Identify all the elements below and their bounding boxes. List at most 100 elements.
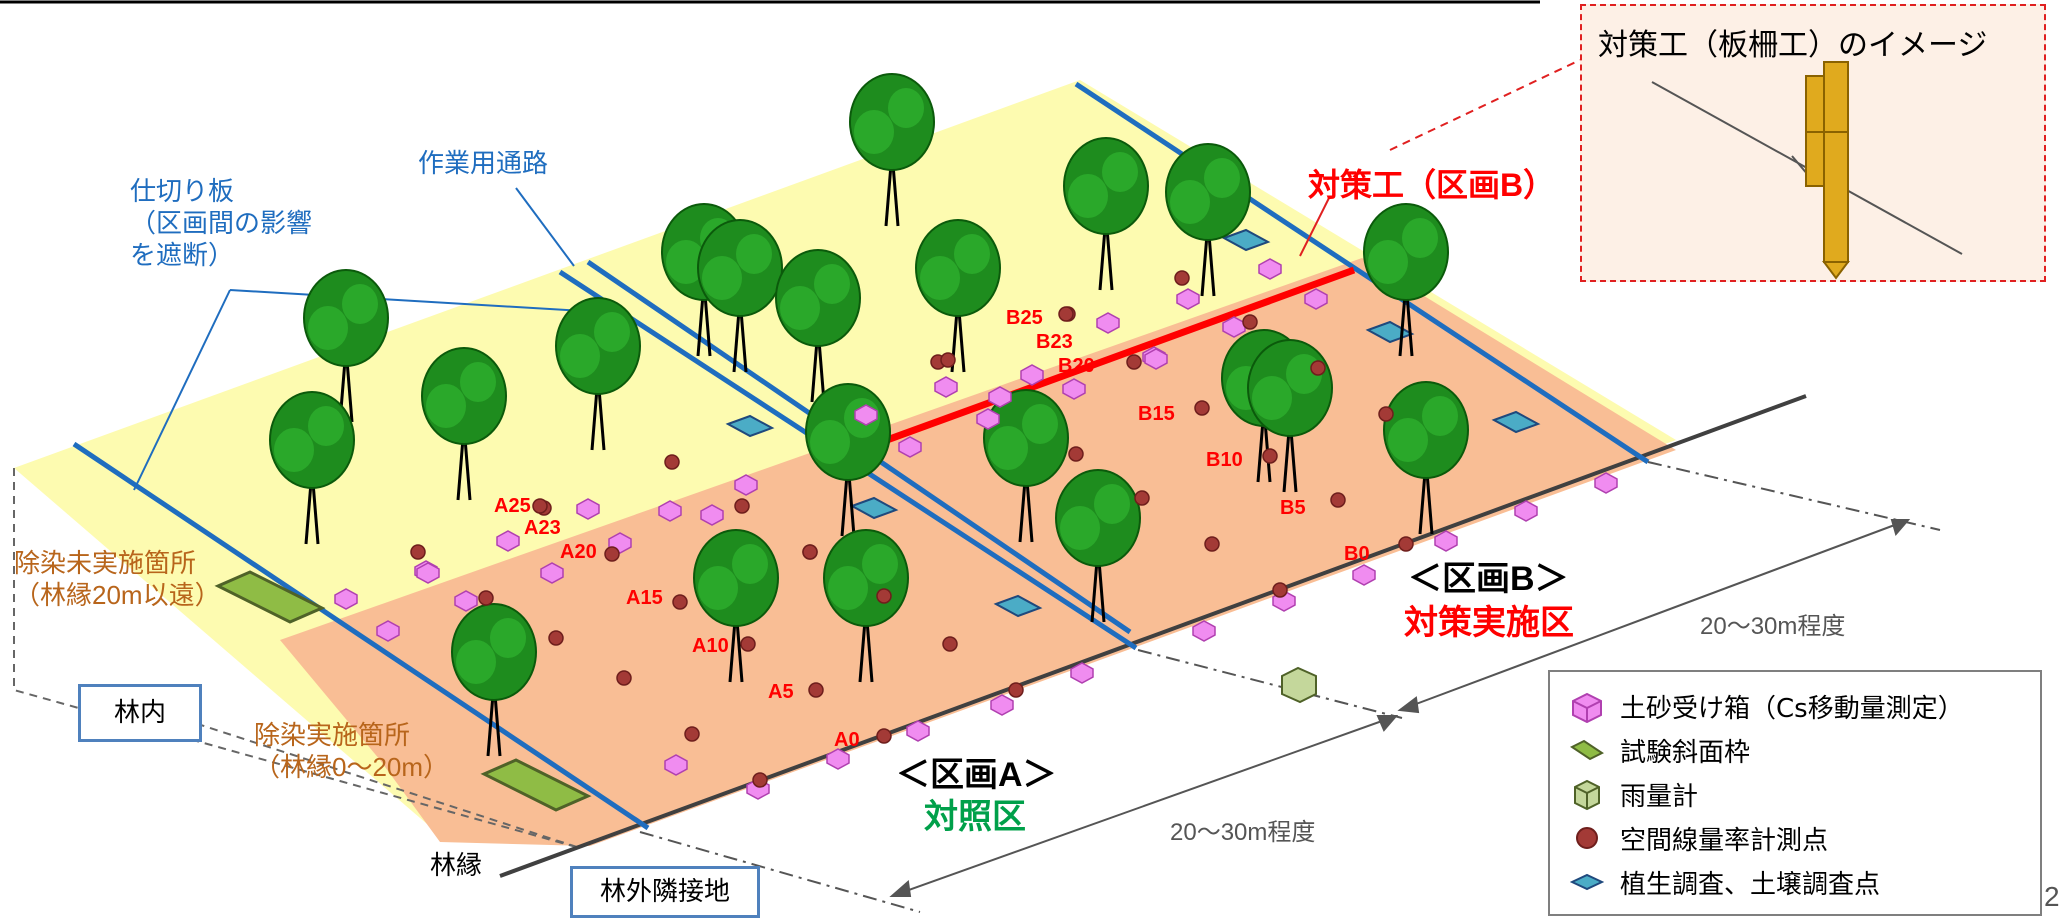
test-slope-frames [214,570,592,812]
countermeasure-line [874,266,1356,448]
point-label-a0: A0 [834,729,860,751]
dose-point-icon [410,544,426,560]
legend-item-dose-point: 空間線量率計測点 [1570,818,1828,858]
rain-gauge [1281,666,1317,704]
dose-point-icon [1204,536,1220,552]
sediment-box-icon [976,408,1000,430]
dimension-label-upper: 20〜30m程度 [1700,613,1845,640]
countermeasure-label: 対策工（区画B） [1308,167,1555,203]
sediment-box-icon [576,498,600,520]
inset-title: 対策工（板柵工）のイメージ [1598,28,1988,63]
tree-icon [1063,137,1149,291]
tree-icon [1383,381,1469,535]
sediment-box-icon [664,754,688,776]
sediment-box-icon [1176,288,1200,310]
sediment-box-icon [1258,258,1282,280]
dose-point-icon [1126,354,1142,370]
sediment-box-icon [1352,564,1376,586]
dose-point-icon [532,498,548,514]
point-label-b23: B23 [1036,331,1073,353]
sediment-box-icon [906,720,930,742]
tree-icon [697,219,783,373]
sediment-box-icon [1062,378,1086,400]
survey-point-icon [1570,873,1604,891]
dose-point-icon [740,636,756,652]
tree-icon [915,219,1001,373]
sediment-box-icon [898,436,922,458]
forest-edge-line [499,394,1807,878]
dose-point-icon [1068,446,1084,462]
sediment-box-icon [1304,288,1328,310]
sediment-box-icon [1514,500,1538,522]
legend: 土砂受け箱（Cs移動量測定） 試験斜面枠 雨量計 空間線量率計測点 植生調査、土… [1548,670,2042,916]
point-label-b15: B15 [1138,403,1175,425]
dose-point-icon [1272,582,1288,598]
sediment-box-icon [1594,472,1618,494]
sediment-box-icon [990,694,1014,716]
dose-point-icon [1398,536,1414,552]
point-label-a20: A20 [560,541,597,563]
dose-point-icon [1310,360,1326,376]
tree-icon [421,347,507,501]
zone-boundary-dashed [13,468,581,849]
sediment-box-icon [1070,662,1094,684]
legend-label: 空間線量率計測点 [1620,825,1829,856]
point-label-b25: B25 [1006,307,1043,329]
dose-point-icon [1242,314,1258,330]
dose-point-icon [478,590,494,606]
dose-point-icon [548,630,564,646]
section-a-sublabel: 対照区 [924,798,1026,836]
dose-point-icon [1058,306,1074,322]
dose-point-icon [1378,406,1394,422]
point-label-a15: A15 [626,587,663,609]
tree-icon [1055,469,1141,623]
tree-icon [775,249,861,403]
dose-point-icon [876,588,892,604]
sediment-box-icon [1096,312,1120,334]
rain-gauge-icon [1574,779,1600,811]
sediment-box-icon [1144,348,1168,370]
sediment-box-icon [334,588,358,610]
legend-item-rain-gauge: 雨量計 [1570,774,1698,814]
dose-point-icon [802,544,818,560]
in-forest-label: 林内 [78,684,202,742]
zone-boundary-dashed-2 [169,714,581,849]
dose-point-icon [734,498,750,514]
dose-point-icon [616,670,632,686]
dose-point-icon [1576,827,1598,849]
sediment-box-icon [416,562,440,584]
sediment-box-icon [1434,530,1458,552]
legend-item-sediment-box: 土砂受け箱（Cs移動量測定） [1570,686,1964,726]
point-label-b20: B20 [1058,355,1095,377]
legend-label: 植生調査、土壌調査点 [1620,869,1881,900]
undecontaminated-label: 除染未実施箇所（林縁20m以遠） [14,548,221,610]
tree-icon [303,269,389,423]
dose-point-icon [664,454,680,470]
forest-edge-label: 林縁 [430,850,482,880]
countermeasure-leader [1299,195,1331,257]
sediment-box-icon [734,474,758,496]
point-label-a23: A23 [524,517,561,539]
decontaminated-label: 除染実施箇所（林縁0〜20m） [254,720,449,782]
legend-item-test-slope: 試験斜面枠 [1570,730,1750,770]
dose-point-icon [876,728,892,744]
dose-point-icon [752,772,768,788]
dimension-arrows [889,519,1911,897]
sediment-box-icon [1222,316,1246,338]
tree-icon [849,73,935,227]
dose-point-icon [1134,490,1150,506]
tree-icon [983,389,1069,543]
work-path-label: 作業用通路 [418,148,548,178]
section-b-sublabel: 対策実施区 [1404,604,1574,642]
sediment-box-icon [700,504,724,526]
dose-point-icon [940,352,956,368]
dimension-label-lower: 20〜30m程度 [1170,819,1315,846]
dose-point-icon [672,594,688,610]
leader-lines [133,187,601,491]
partition-board-text: 仕切り板（区画間の影響を遮断） [130,176,312,270]
legend-item-survey-point: 植生調査、土壌調査点 [1570,862,1880,902]
dose-point-icon [808,682,824,698]
sediment-box-icon [540,562,564,584]
point-label-a25: A25 [494,495,531,517]
